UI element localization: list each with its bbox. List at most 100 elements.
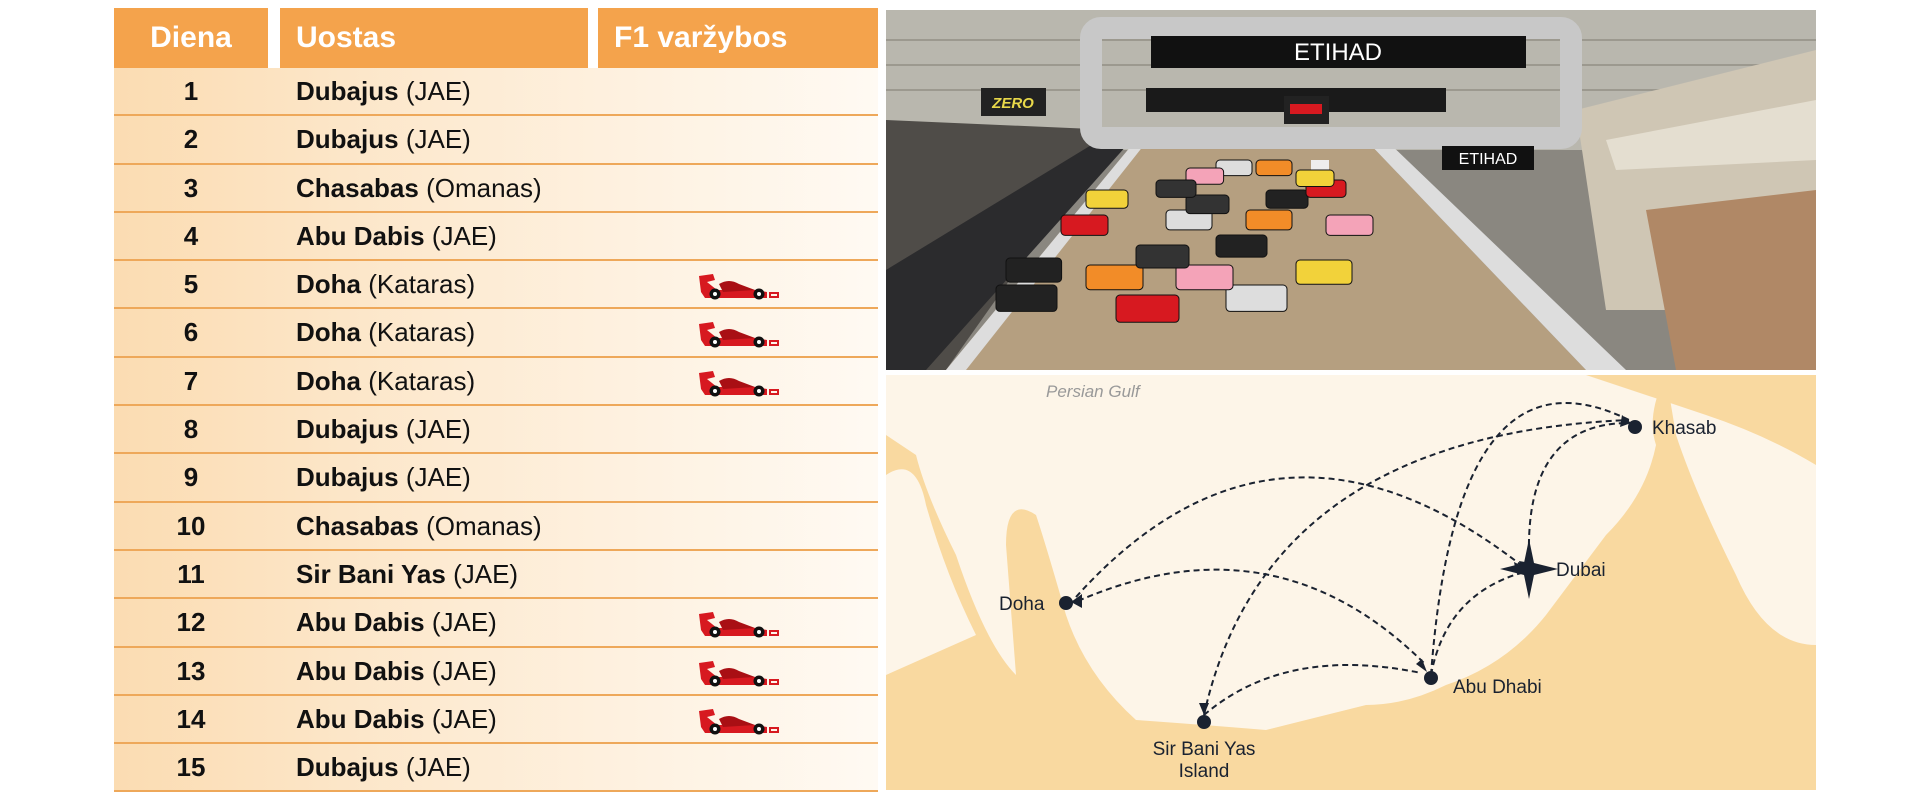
race-car	[1295, 259, 1353, 285]
port-city: Dubajus	[296, 124, 399, 155]
port-cell: Abu Dabis (JAE)	[296, 696, 497, 742]
race-car	[1265, 189, 1309, 209]
day-number: 14	[176, 703, 206, 734]
day-number: 3	[183, 172, 199, 203]
port-country: (JAE)	[405, 462, 471, 493]
port-country: (Kataras)	[368, 317, 476, 348]
race-cars	[995, 159, 1374, 323]
port-cell: Dubajus (JAE)	[296, 68, 471, 114]
table-row: 2 Dubajus (JAE)	[114, 116, 878, 165]
port-country: (Kataras)	[368, 269, 476, 300]
sponsor-banner-small: ETIHAD	[1459, 151, 1518, 168]
port-city: Sir Bani Yas	[296, 558, 446, 589]
port-city: Dubajus	[296, 414, 399, 445]
port-cell: Doha (Kataras)	[296, 358, 475, 404]
table-row: 8 Dubajus (JAE)	[114, 406, 878, 455]
port-city: Dubajus	[296, 752, 399, 783]
label-dubai: Dubai	[1556, 560, 1606, 581]
port-city: Abu Dabis	[296, 220, 425, 251]
port-country: (JAE)	[405, 76, 471, 106]
race-car	[1155, 179, 1197, 198]
race-car	[1135, 244, 1190, 269]
race-car	[1185, 194, 1230, 215]
table-row: 9 Dubajus (JAE)	[114, 454, 878, 503]
table-row: 15 Dubajus (JAE)	[114, 744, 878, 793]
port-city: Abu Dabis	[296, 607, 425, 638]
race-car	[1175, 264, 1234, 291]
race-car	[1005, 257, 1063, 283]
table-row: 5 Doha (Kataras)	[114, 261, 878, 310]
port-country: (Kataras)	[368, 365, 476, 396]
port-country: (JAE)	[431, 655, 497, 686]
route-map: Persian Gulf Khasab Dubai Doha Abu Dhabi…	[886, 375, 1816, 790]
itinerary-table: Diena Uostas F1 varžybos 1 Dubajus (JAE)…	[114, 8, 878, 793]
label-island: Island	[1179, 761, 1230, 782]
f1-car-icon	[699, 274, 779, 300]
race-car	[1325, 214, 1374, 236]
table-row: 14 Abu Dabis (JAE)	[114, 695, 878, 745]
f1-car-icon	[699, 612, 779, 638]
label-doha: Doha	[999, 594, 1045, 615]
f1-race-start-photo: ETIHAD ETIHAD ZERO	[886, 10, 1816, 370]
day-number: 2	[183, 124, 199, 155]
port-city: Dubajus	[296, 76, 399, 106]
race-car	[1295, 169, 1335, 187]
table-header: Diena Uostas F1 varžybos	[114, 8, 878, 68]
port-cell: Dubajus (JAE)	[296, 454, 471, 500]
race-car	[1215, 234, 1268, 258]
port-country: (Omanas)	[426, 510, 542, 541]
day-number: 10	[176, 510, 206, 541]
khasab-marker	[1628, 420, 1642, 434]
port-city: Chasabas	[296, 172, 419, 203]
race-car	[1085, 264, 1144, 291]
header-day: Diena	[114, 8, 268, 68]
table-row: 10 Chasabas (Omanas)	[114, 502, 878, 551]
day-number: 4	[183, 220, 199, 251]
port-city: Doha	[296, 365, 361, 396]
f1-car-icon	[699, 708, 779, 735]
f1-car-icon	[699, 322, 779, 348]
day-number: 8	[183, 414, 199, 445]
port-country: (JAE)	[431, 607, 497, 638]
port-cell: Abu Dabis (JAE)	[296, 213, 497, 259]
sponsor-banner-left: ZERO	[991, 95, 1034, 112]
label-khasab: Khasab	[1652, 418, 1716, 439]
race-car	[1255, 159, 1293, 177]
day-number: 1	[183, 76, 199, 106]
day-number: 11	[177, 558, 205, 589]
race-car	[1085, 189, 1129, 209]
label-sir-bani-yas: Sir Bani Yas	[1153, 739, 1256, 760]
table-row: 12 Abu Dabis (JAE)	[114, 599, 878, 648]
port-cell: Dubajus (JAE)	[296, 406, 471, 452]
dubai-star-icon	[1500, 539, 1558, 599]
abu-dhabi-marker	[1424, 671, 1438, 685]
f1-car-icon	[699, 370, 779, 397]
table-row: 6 Doha (Kataras)	[114, 309, 878, 358]
port-city: Doha	[296, 317, 361, 348]
day-number: 13	[176, 655, 206, 686]
race-car	[995, 284, 1058, 312]
race-car	[1115, 294, 1180, 323]
race-car	[1225, 284, 1288, 312]
port-country: (JAE)	[405, 752, 471, 783]
port-city: Abu Dabis	[296, 703, 425, 734]
port-country: (JAE)	[405, 414, 471, 445]
table-row: 1 Dubajus (JAE)	[114, 68, 878, 117]
port-cell: Abu Dabis (JAE)	[296, 648, 497, 694]
table-row: 4 Abu Dabis (JAE)	[114, 212, 878, 262]
port-cell: Doha (Kataras)	[296, 309, 475, 355]
port-country: (JAE)	[405, 124, 471, 155]
port-country: (JAE)	[453, 558, 519, 589]
race-car	[1245, 209, 1293, 231]
port-cell: Dubajus (JAE)	[296, 116, 471, 162]
header-port: Uostas	[280, 8, 588, 68]
port-country: (Omanas)	[426, 172, 542, 203]
port-cell: Abu Dabis (JAE)	[296, 599, 497, 645]
header-f1: F1 varžybos	[598, 8, 878, 68]
port-cell: Chasabas (Omanas)	[296, 165, 542, 211]
race-car	[1060, 214, 1109, 236]
f1-car-icon	[699, 660, 779, 687]
day-number: 5	[183, 269, 199, 300]
port-city: Abu Dabis	[296, 655, 425, 686]
port-cell: Chasabas (Omanas)	[296, 503, 542, 549]
